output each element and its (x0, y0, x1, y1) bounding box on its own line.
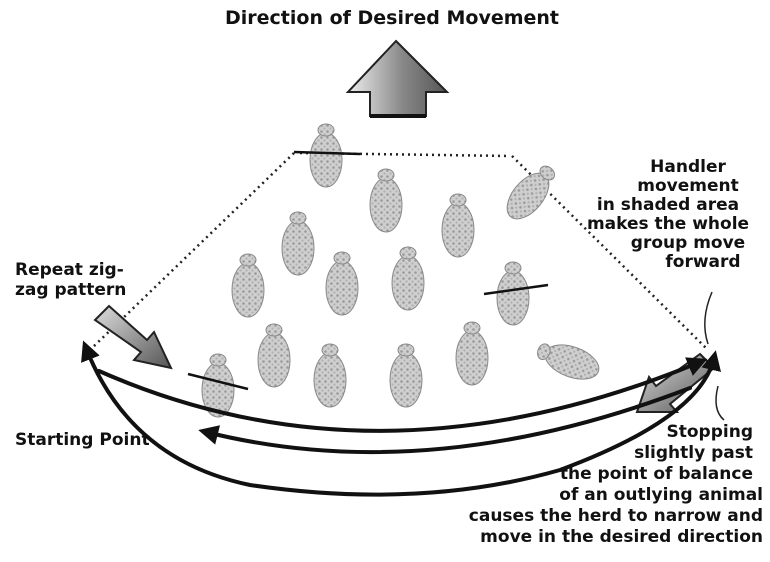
label-stopping-line-5: causes the herd to narrow and (395, 506, 763, 527)
label-handler-line-3: in shaded area (558, 196, 770, 215)
label-starting-point: Starting Point (15, 430, 150, 450)
label-repeat-line-1: Repeat zig- (15, 260, 126, 280)
label-handler-line-4: makes the whole (558, 215, 770, 234)
label-repeat-line-2: zag pattern (15, 280, 126, 300)
direction-up-arrow (348, 41, 447, 116)
label-handler-line-1: Handler (558, 158, 770, 177)
leader-lines (705, 292, 724, 420)
label-repeat-zigzag: Repeat zig- zag pattern (15, 260, 126, 300)
label-stopping-line-2: slightly past (395, 443, 763, 464)
label-stopping-line-4: of an outlying animal (395, 485, 763, 506)
label-stopping: Stopping slightly past the point of bala… (395, 422, 763, 548)
label-handler-line-5: group move (558, 234, 770, 253)
label-stopping-line-1: Stopping (395, 422, 763, 443)
sheep-herd (202, 124, 603, 417)
diagram-title: Direction of Desired Movement (225, 8, 605, 28)
left-handler-arrow (95, 306, 171, 368)
label-stopping-line-3: the point of balance (395, 464, 763, 485)
label-handler-line-6: forward (558, 253, 770, 272)
label-stopping-line-6: move in the desired direction (395, 527, 763, 548)
label-handler-line-2: movement (558, 177, 770, 196)
label-handler-movement: Handler movement in shaded area makes th… (558, 158, 770, 272)
